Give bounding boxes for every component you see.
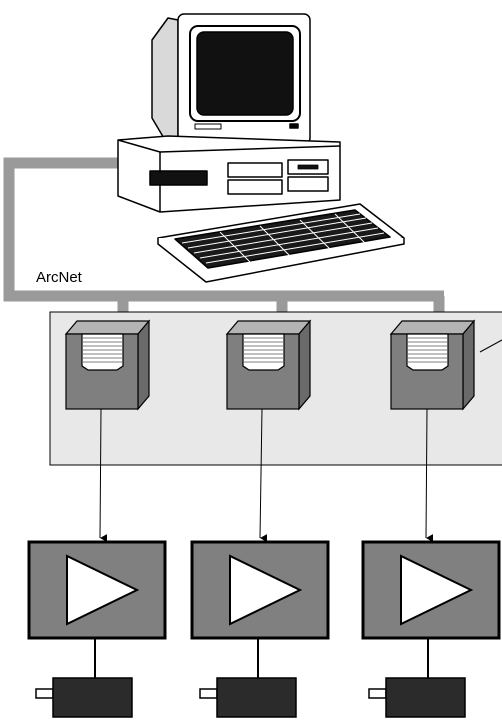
signal-arrows: [99, 408, 434, 543]
network-module-icon: [225, 319, 312, 411]
amplifier-triangle-icon: [229, 554, 303, 626]
desktop-computer-icon: [117, 13, 405, 283]
rack-callout-line: [479, 339, 502, 353]
amplifier-triangle-icon: [400, 554, 474, 626]
motor-icon: [35, 677, 133, 718]
motor-cables: [94, 638, 429, 680]
network-module-icon: [64, 319, 151, 411]
drive-amplifier-2: [190, 540, 330, 640]
drive-amplifier-3: [361, 540, 501, 640]
motor-icon: [368, 677, 466, 718]
amplifier-triangle-icon: [66, 554, 140, 626]
drive-amplifier-1: [27, 540, 167, 640]
motor-icon: [199, 677, 297, 718]
arcnet-label: ArcNet: [36, 269, 83, 286]
network-module-icon: [389, 319, 476, 411]
